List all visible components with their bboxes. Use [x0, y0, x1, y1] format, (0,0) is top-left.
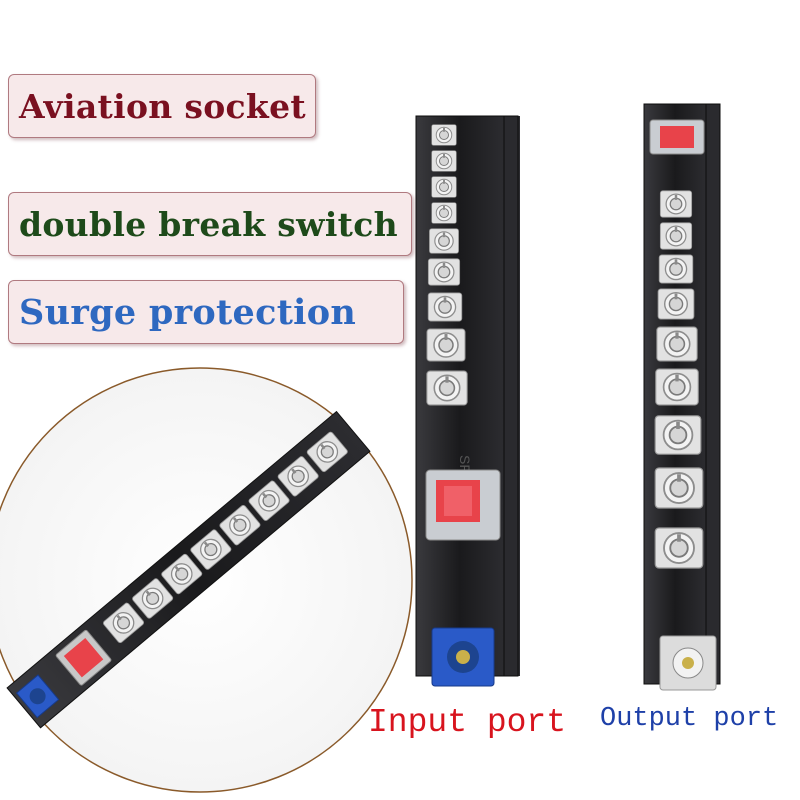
input-connector [431, 627, 495, 687]
input-strip: SPD [415, 115, 520, 687]
surge-protection-text: Surge protection [19, 291, 357, 333]
output-port-caption: Output port [600, 704, 779, 734]
output-strip [643, 103, 721, 691]
input-switch [425, 469, 501, 541]
double-break-switch-label: double break switch [8, 192, 412, 256]
surge-protection-label: Surge protection [8, 280, 404, 344]
inset-circle [0, 367, 413, 793]
aviation-socket-label: Aviation socket [8, 74, 316, 138]
double-break-switch-text: double break switch [19, 204, 398, 244]
aviation-socket-text: Aviation socket [19, 86, 306, 126]
input-port-caption: Input port [368, 704, 567, 741]
output-connector [659, 635, 717, 691]
output-switch [649, 119, 705, 155]
